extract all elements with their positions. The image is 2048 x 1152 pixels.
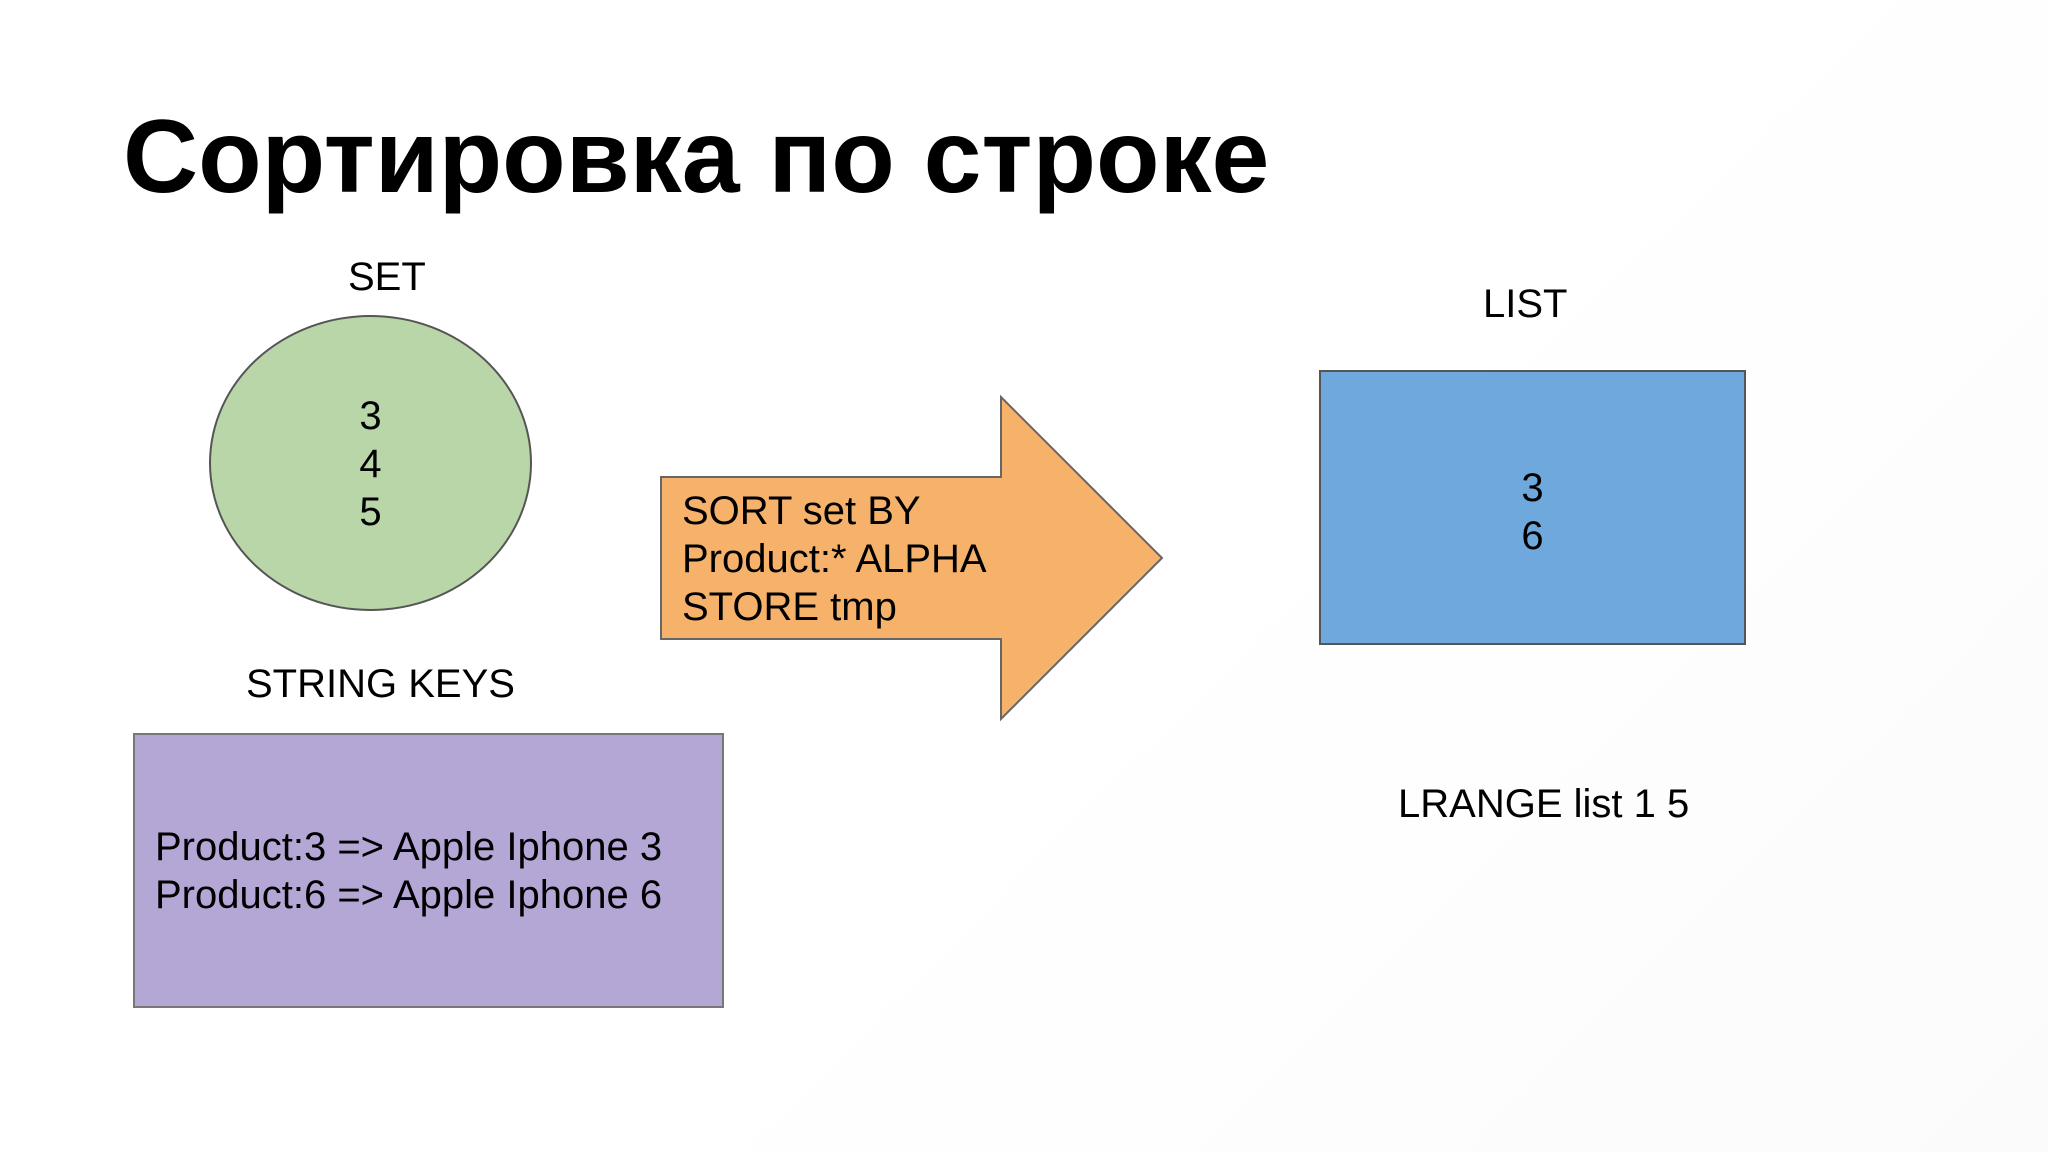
- lrange-command: LRANGE list 1 5: [1398, 782, 1690, 826]
- set-value: 4: [359, 442, 382, 486]
- sort-command-line: STORE tmp: [682, 585, 897, 629]
- string-keys-text: Product:3 => Apple Iphone 3 Product:6 =>…: [155, 823, 662, 919]
- string-keys-label: STRING KEYS: [246, 662, 515, 706]
- string-key-line: Product:3 => Apple Iphone 3: [155, 825, 663, 869]
- slide-title: Сортировка по строке: [123, 99, 1270, 215]
- sort-arrow: [660, 394, 1164, 722]
- set-value: 5: [359, 490, 382, 534]
- set-ellipse: 3 4 5: [209, 315, 532, 611]
- sort-arrow-shape: [660, 394, 1164, 722]
- list-values: 3 6: [1321, 464, 1744, 560]
- sort-command-line: SORT set BY: [682, 489, 921, 533]
- sort-command-line: Product:* ALPHA: [682, 537, 987, 581]
- list-label: LIST: [1483, 282, 1568, 326]
- list-value: 3: [1521, 466, 1544, 510]
- set-values: 3 4 5: [211, 392, 530, 536]
- list-box: 3 6: [1319, 370, 1746, 645]
- list-value: 6: [1521, 514, 1544, 558]
- set-label: SET: [348, 255, 426, 299]
- sort-command-text: SORT set BY Product:* ALPHA STORE tmp: [682, 487, 987, 631]
- string-keys-box: Product:3 => Apple Iphone 3 Product:6 =>…: [133, 733, 724, 1008]
- string-key-line: Product:6 => Apple Iphone 6: [155, 873, 663, 917]
- set-value: 3: [359, 394, 382, 438]
